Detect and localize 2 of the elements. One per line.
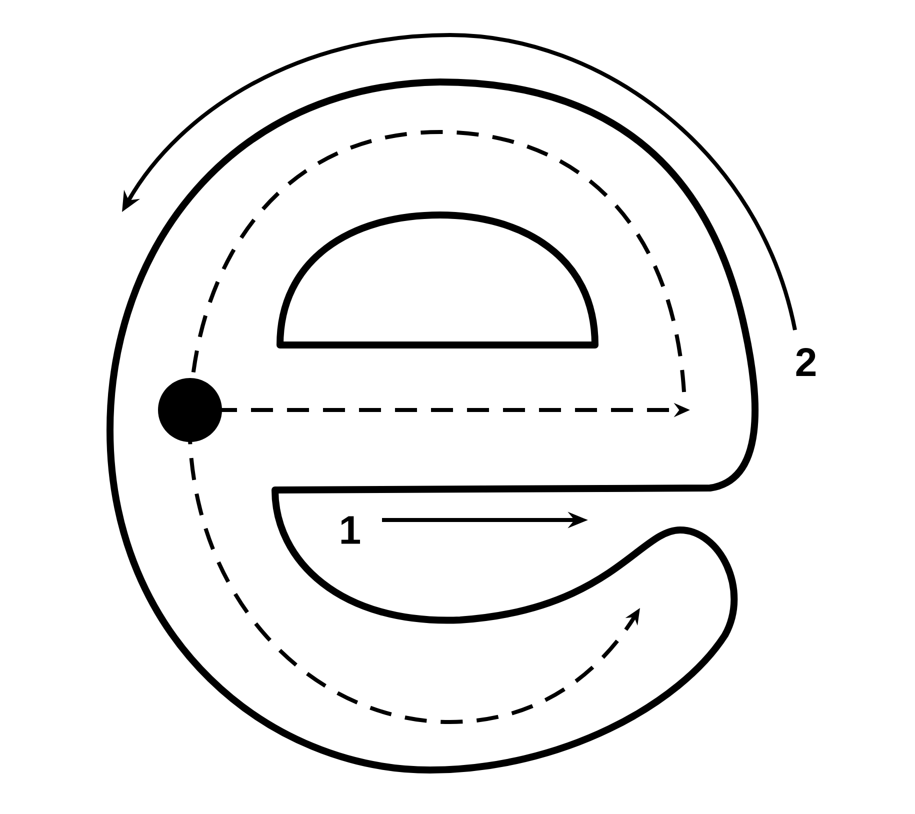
stroke-number: 2 (796, 348, 816, 376)
stroke-number: 1 (341, 516, 360, 544)
